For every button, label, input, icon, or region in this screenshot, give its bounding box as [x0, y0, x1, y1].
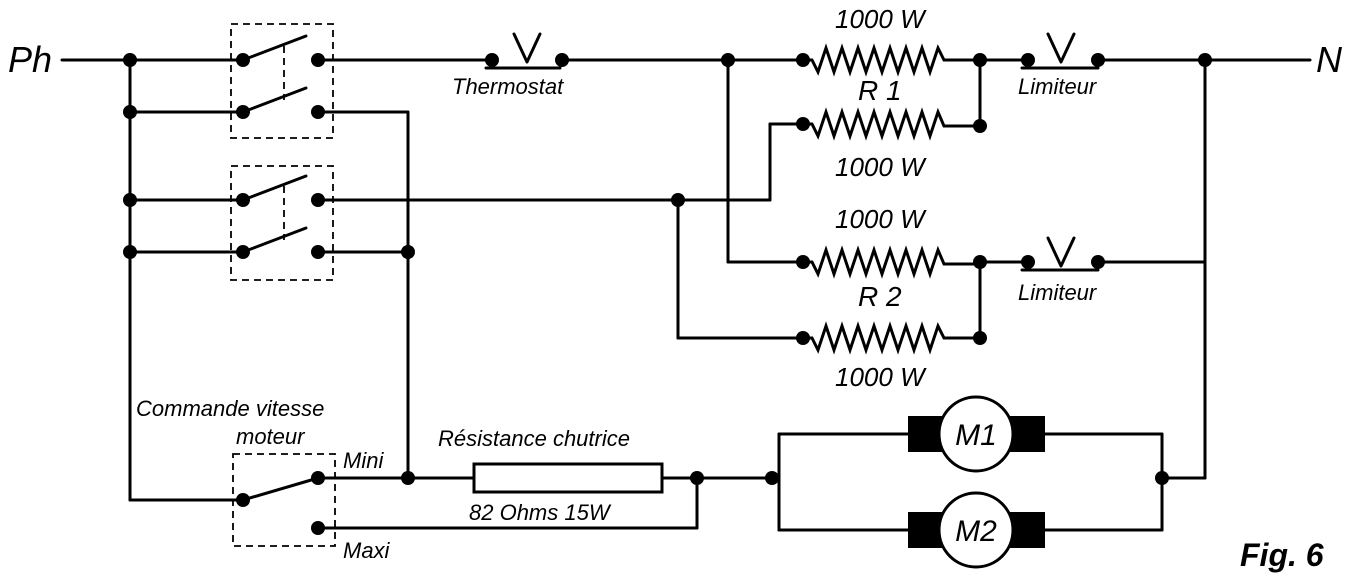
- dropping-resistor: [472, 462, 664, 494]
- speed-control-label-line2: moteur: [236, 424, 306, 449]
- r2-top-resistor: [803, 245, 980, 279]
- limiter-1-label: Limiteur: [1018, 74, 1098, 99]
- r1-top-resistor: [803, 43, 980, 77]
- limiter-2-label: Limiteur: [1018, 280, 1098, 305]
- motor-2: [908, 491, 1045, 569]
- limiter-2-symbol: [1020, 236, 1100, 272]
- maxi-label: Maxi: [343, 538, 391, 563]
- r2-top-power-label: 1000 W: [835, 204, 927, 234]
- phase-label: Ph: [8, 39, 52, 80]
- thermostat-label: Thermostat: [452, 74, 564, 99]
- r1-label: R 1: [858, 75, 902, 106]
- mini-label: Mini: [343, 448, 384, 473]
- r2-bottom-power-label: 1000 W: [835, 362, 927, 392]
- r2-label: R 2: [858, 281, 902, 312]
- r1-bottom-power-label: 1000 W: [835, 152, 927, 182]
- r2-bottom-resistor: [803, 321, 980, 355]
- r1-top-power-label: 1000 W: [835, 4, 927, 34]
- switch-group-1: [230, 23, 334, 139]
- dropping-resistor-value-label: 82 Ohms 15W: [469, 500, 612, 525]
- neutral-label: N: [1316, 39, 1343, 80]
- wiring: [60, 58, 1312, 532]
- switch-blades: [241, 34, 320, 502]
- junction-dots: [123, 53, 1212, 535]
- dropping-resistor-label: Résistance chutrice: [438, 426, 630, 451]
- motor-1-label: M1: [955, 419, 997, 452]
- figure-label: Fig. 6: [1240, 537, 1324, 573]
- limiter-1-symbol: [1020, 32, 1100, 70]
- speed-selector-box: [232, 453, 336, 547]
- motor-2-label: M2: [955, 515, 997, 548]
- switch-group-2: [230, 165, 334, 281]
- motor-1: [908, 395, 1045, 473]
- r1-bottom-resistor: [803, 107, 980, 141]
- speed-control-label-line1: Commande vitesse: [136, 396, 324, 421]
- thermostat-symbol: [484, 32, 562, 70]
